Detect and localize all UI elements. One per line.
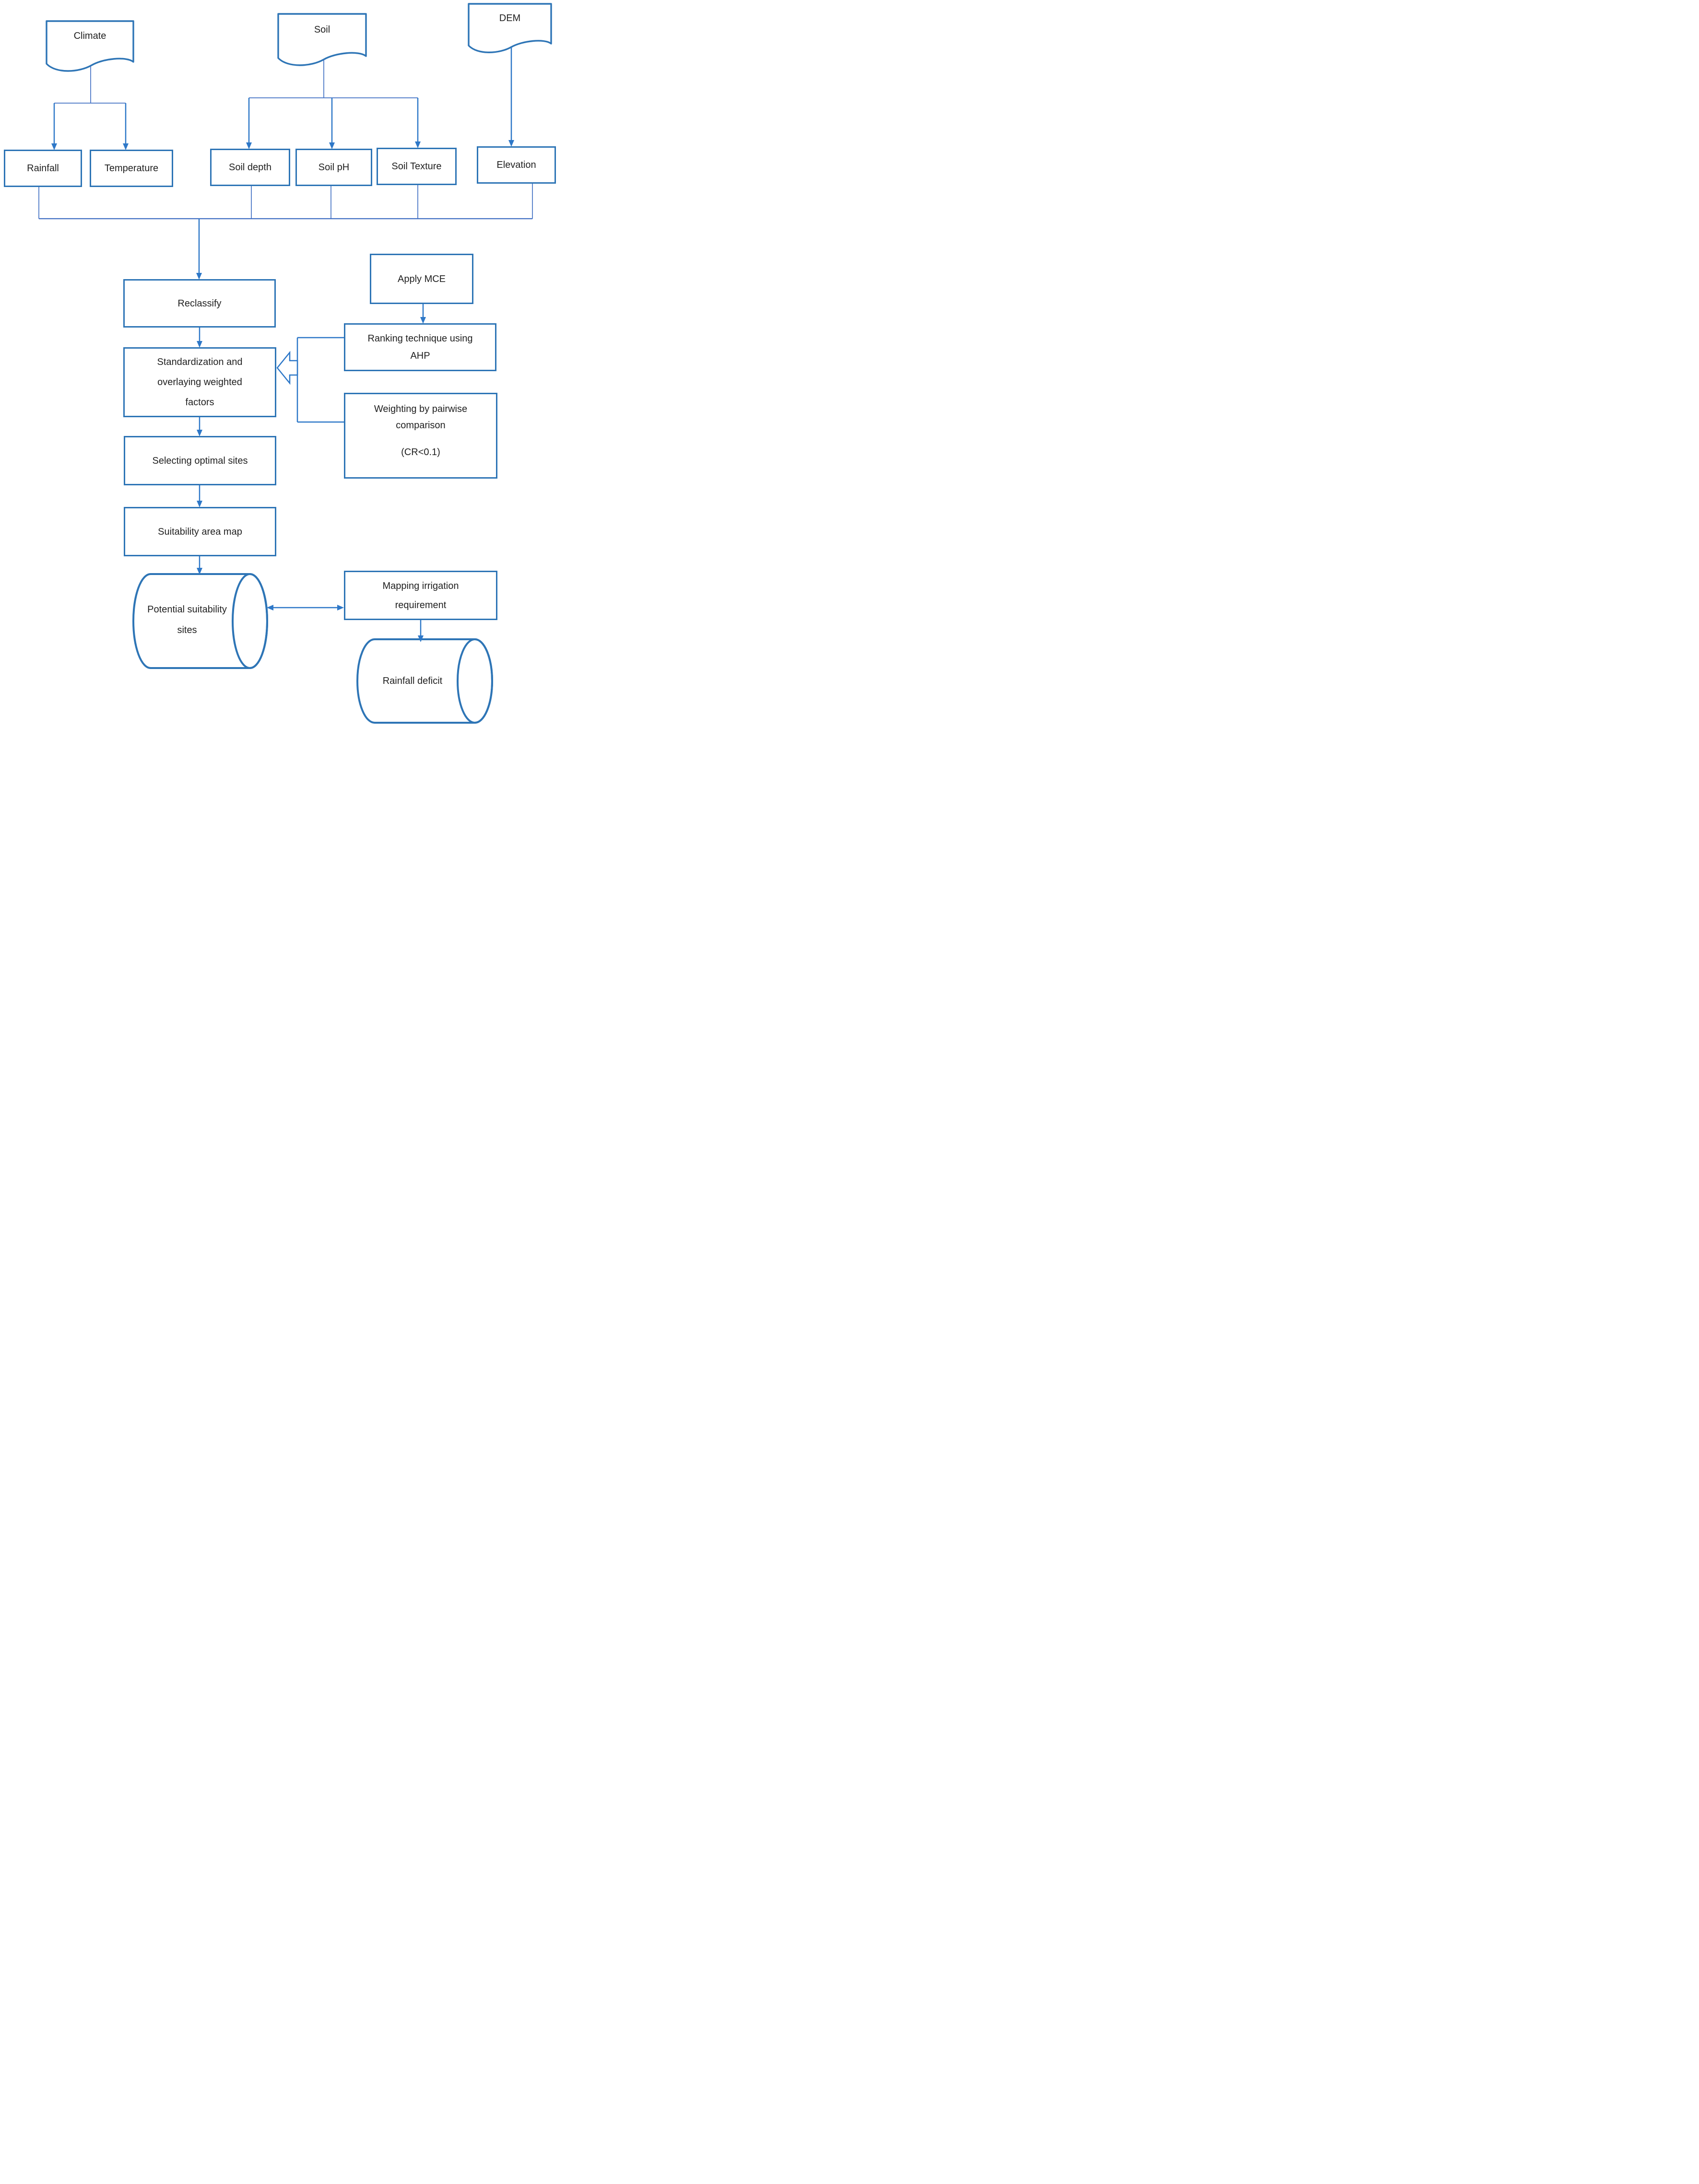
node-weighting: Weighting by pairwise comparison (CR<0.1… bbox=[344, 393, 497, 479]
node-dem-label: DEM bbox=[469, 9, 551, 28]
node-rainfall-deficit-label: Rainfall deficit bbox=[369, 652, 456, 710]
soil-depth-text: Soil depth bbox=[229, 162, 271, 173]
block-arrow-left bbox=[276, 351, 298, 385]
rainfall-text: Rainfall bbox=[27, 163, 59, 174]
reclassify-text: Reclassify bbox=[177, 298, 222, 309]
soil-texture-text: Soil Texture bbox=[391, 161, 442, 172]
rainfall-deficit-text: Rainfall deficit bbox=[382, 675, 443, 686]
node-standardization: Standardization and overlaying weighted … bbox=[123, 347, 276, 417]
node-soil-label: Soil bbox=[278, 20, 366, 39]
weighting-text-wrap: Weighting by pairwise comparison (CR<0.1… bbox=[365, 401, 477, 460]
climate-text: Climate bbox=[73, 30, 106, 41]
weighting-text: Weighting by pairwise comparison bbox=[374, 404, 468, 431]
selecting-sites-text: Selecting optimal sites bbox=[152, 455, 248, 466]
node-elevation: Elevation bbox=[477, 146, 556, 184]
cylinder-potential-sites bbox=[132, 573, 268, 669]
arrowheads bbox=[51, 140, 514, 642]
ranking-ahp-text: Ranking technique using AHP bbox=[367, 333, 473, 361]
soil-text: Soil bbox=[314, 24, 330, 35]
standardization-text: Standardization and overlaying weighted … bbox=[157, 357, 243, 408]
thin-connectors bbox=[38, 59, 533, 220]
node-rainfall: Rainfall bbox=[4, 150, 82, 187]
elevation-text: Elevation bbox=[496, 160, 536, 170]
node-potential-sites-label: Potential suitability sites bbox=[144, 582, 230, 658]
node-soil-texture: Soil Texture bbox=[377, 148, 457, 185]
node-apply-mce: Apply MCE bbox=[370, 254, 473, 304]
temperature-text: Temperature bbox=[104, 163, 159, 174]
document-shapes bbox=[46, 3, 552, 72]
suitability-map-text: Suitability area map bbox=[158, 526, 242, 537]
document-shape-soil bbox=[277, 13, 367, 66]
node-ranking-ahp: Ranking technique using AHP bbox=[344, 323, 496, 371]
node-soil-depth: Soil depth bbox=[210, 149, 290, 186]
dem-text: DEM bbox=[499, 12, 521, 23]
node-mapping-irrigation: Mapping irrigation requirement bbox=[344, 571, 497, 620]
document-shape-climate bbox=[46, 20, 134, 72]
potential-sites-text: Potential suitability sites bbox=[147, 604, 227, 635]
node-reclassify: Reclassify bbox=[123, 279, 276, 328]
node-suitability-map: Suitability area map bbox=[124, 507, 276, 556]
apply-mce-text: Apply MCE bbox=[397, 273, 446, 284]
node-climate-label: Climate bbox=[47, 26, 133, 46]
soil-ph-text: Soil pH bbox=[318, 162, 350, 173]
node-selecting-sites: Selecting optimal sites bbox=[124, 436, 276, 485]
node-temperature: Temperature bbox=[90, 150, 173, 187]
mapping-irrigation-text: Mapping irrigation requirement bbox=[382, 580, 459, 611]
ahp-bracket bbox=[296, 337, 344, 423]
document-shape-dem bbox=[468, 3, 552, 53]
flowchart-canvas: Climate Soil DEM Rainfall Temperature So… bbox=[0, 0, 566, 728]
cylinder-rainfall-deficit bbox=[356, 638, 493, 724]
node-soil-ph: Soil pH bbox=[295, 149, 372, 186]
weighting-cr-text: (CR<0.1) bbox=[401, 447, 440, 458]
